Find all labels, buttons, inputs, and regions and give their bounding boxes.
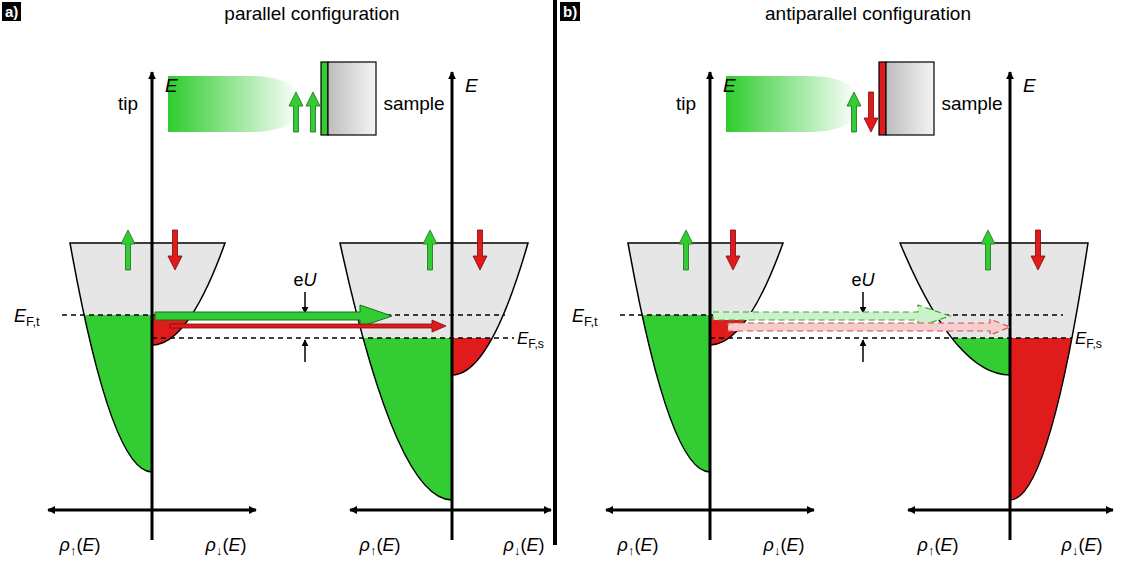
drawing-part — [628, 243, 710, 472]
energy-axis-label: E — [723, 76, 736, 97]
drawing-part — [981, 230, 995, 270]
bias-arrow — [304, 292, 306, 313]
panel-title: antiparallel configuration — [765, 4, 971, 25]
sample-label: sample — [941, 94, 1002, 115]
drawing-part — [452, 243, 528, 375]
tip-dos — [48, 72, 256, 540]
drawing-part — [900, 243, 1010, 375]
energy-axis-label: E — [165, 76, 178, 97]
sample-dos — [340, 72, 551, 540]
drawing-part — [340, 243, 452, 500]
drawing-part — [606, 509, 814, 512]
bias-arrow — [862, 292, 864, 313]
drawing-part — [452, 243, 528, 375]
drawing-part — [473, 230, 487, 270]
sample-body — [886, 62, 934, 135]
bias-label: eU — [293, 271, 316, 291]
drawing-part — [452, 338, 528, 375]
fermi-level-label: EF,t — [14, 307, 40, 329]
dos-axis-label: ρ↑(E) — [618, 536, 659, 558]
bias-arrow — [304, 340, 306, 362]
drawing-part — [70, 243, 152, 472]
dos-axis-label: ρ↑(E) — [360, 536, 401, 558]
fermi-level-label: EF,s — [1075, 330, 1102, 351]
bias-arrow — [862, 340, 864, 362]
dos-axis-label: ρ↑(E) — [918, 536, 959, 558]
drawing-part — [121, 230, 135, 270]
drawing-part — [151, 72, 154, 540]
drawing-part — [628, 243, 710, 472]
drawing-part — [168, 230, 182, 270]
dos-axis-label: ρ↓(E) — [206, 536, 247, 558]
panel-letter: a) — [5, 3, 18, 20]
sample-spin-arrow — [306, 92, 320, 132]
sample-body — [328, 62, 376, 135]
drawing-part — [340, 243, 452, 500]
panel-a-art — [48, 62, 551, 540]
sample-layer — [879, 62, 886, 135]
tip-spin-arrow — [847, 92, 861, 132]
dos-axis-label: ρ↓(E) — [504, 536, 545, 558]
tip-label: tip — [118, 94, 138, 115]
fermi-level-sample — [710, 337, 1072, 338]
drawing-part — [709, 72, 712, 540]
panel-title: parallel configuration — [224, 4, 399, 25]
tunneling-arrow-down-suppressed — [728, 319, 1010, 335]
fermi-level-label: EF,s — [517, 330, 544, 351]
energy-axis-label: E — [1023, 76, 1036, 97]
panel-b-art — [606, 62, 1113, 540]
drawing-part — [423, 230, 437, 270]
drawing-part — [628, 315, 710, 472]
tip-spin-arrow — [289, 92, 303, 132]
drawing-part — [451, 72, 454, 540]
drawing-part — [152, 243, 225, 345]
drawing-part — [900, 243, 1010, 375]
drawing-part — [340, 338, 452, 500]
dos-axis-label: ρ↓(E) — [1062, 536, 1103, 558]
drawing-part — [1010, 338, 1088, 500]
tip-shape — [168, 76, 300, 132]
drawing-part — [70, 243, 152, 472]
panel-tag: b) — [560, 2, 580, 21]
drawing-part — [726, 230, 740, 270]
sample-label: sample — [383, 94, 444, 115]
sample-spin-arrow — [864, 92, 878, 132]
drawing-part — [70, 315, 152, 472]
drawing-part — [1010, 243, 1088, 500]
drawing-part — [48, 509, 256, 512]
drawing-part — [1031, 230, 1045, 270]
tunneling-arrow-down — [170, 320, 446, 332]
tip-shape — [726, 76, 858, 132]
sample-dos — [900, 72, 1113, 540]
drawing-part — [350, 509, 551, 512]
fermi-level-sample — [152, 337, 514, 338]
tip-label: tip — [676, 94, 696, 115]
drawing-part — [900, 338, 1010, 375]
dos-axis-label: ρ↓(E) — [764, 536, 805, 558]
tip-dos — [606, 72, 814, 540]
drawing-part — [679, 230, 693, 270]
drawing-part — [1009, 72, 1012, 540]
bias-label: eU — [851, 271, 874, 291]
panel-letter: b) — [563, 3, 577, 20]
panel-divider — [553, 0, 557, 545]
energy-axis-label: E — [465, 76, 478, 97]
fermi-level-label: EF,t — [572, 307, 598, 329]
sample-layer — [321, 62, 328, 135]
panel-tag: a) — [2, 2, 21, 21]
drawing-part — [908, 509, 1113, 512]
dos-axis-label: ρ↑(E) — [60, 536, 101, 558]
drawing-part — [1010, 243, 1088, 500]
drawing-part — [152, 243, 225, 345]
